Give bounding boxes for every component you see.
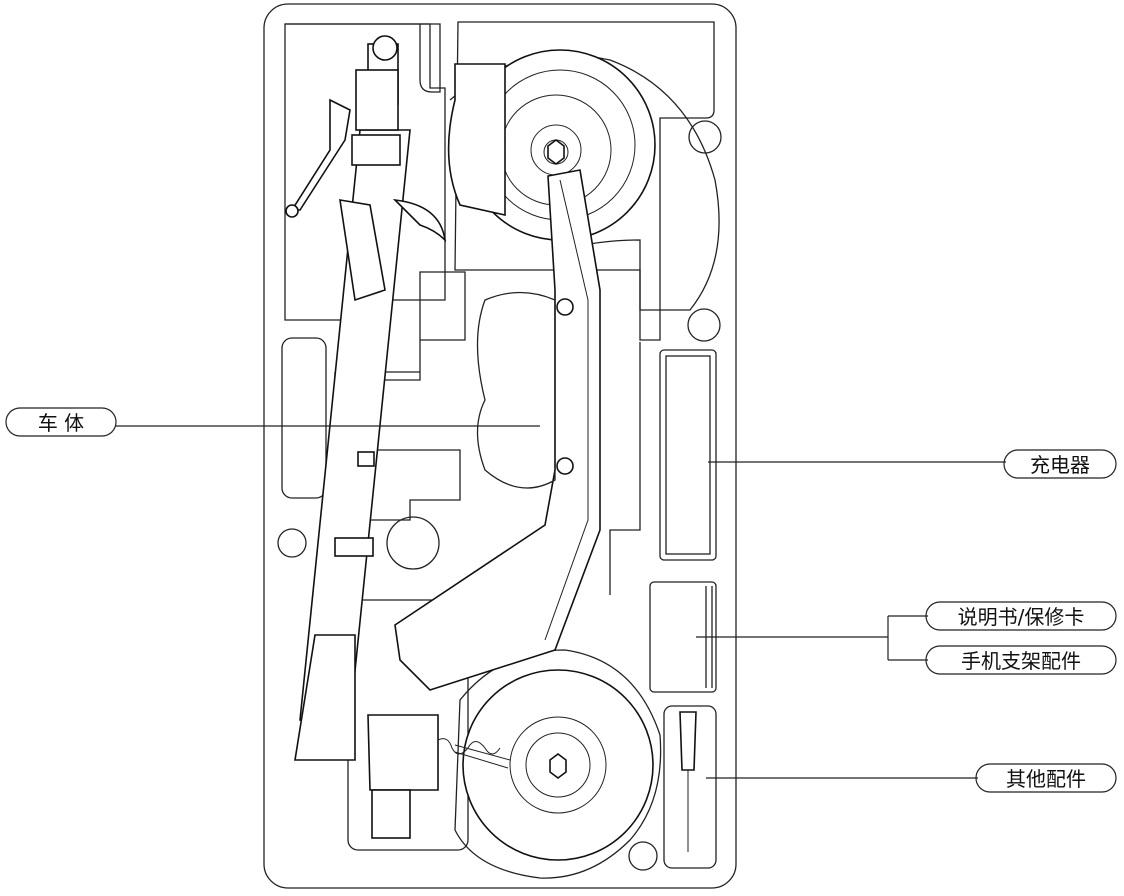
callout-other-label: 其他配件 xyxy=(1006,767,1086,791)
callout-manual-label: 说明书/保修卡 xyxy=(958,605,1085,629)
callout-body-label: 车 体 xyxy=(38,411,84,435)
packaging-tray xyxy=(263,3,737,889)
front-wheel xyxy=(447,49,720,311)
callout-manual-phone: 说明书/保修卡 手机支架配件 xyxy=(696,601,1117,675)
callout-body: 车 体 xyxy=(5,407,540,437)
steering-stem xyxy=(285,35,447,839)
screwdriver xyxy=(679,711,697,852)
callout-phone-mount-label: 手机支架配件 xyxy=(961,649,1081,673)
callout-charger: 充电器 xyxy=(708,449,1117,479)
rear-wheel xyxy=(367,649,662,879)
scooter-frame xyxy=(394,169,601,691)
callout-charger-label: 充电器 xyxy=(1030,453,1090,477)
callout-other: 其他配件 xyxy=(706,763,1117,793)
